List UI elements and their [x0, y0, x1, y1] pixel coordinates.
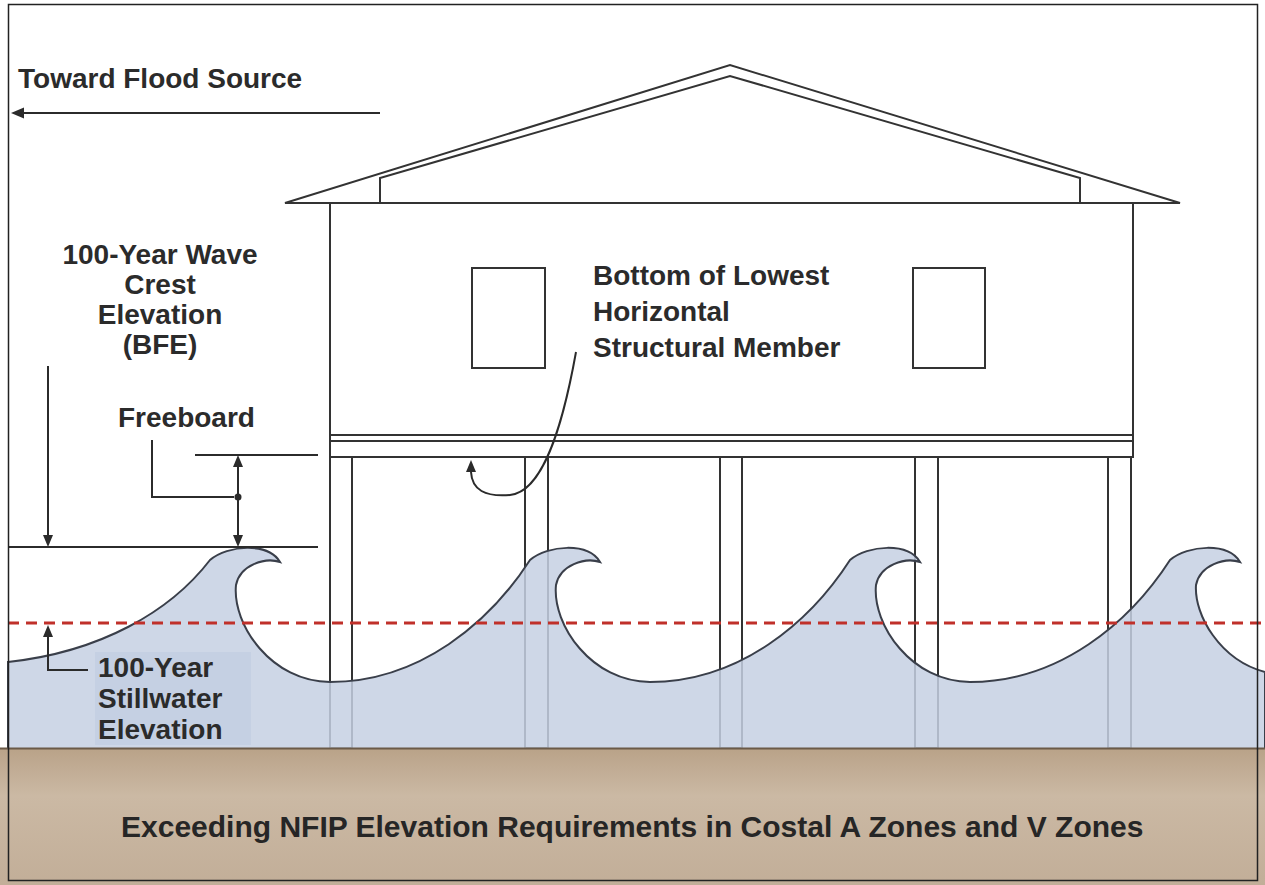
figure-caption: Exceeding NFIP Elevation Requirements in…: [121, 810, 1143, 844]
picture-frame: [9, 5, 1258, 881]
bfe-label: 100-Year Wave Crest Elevation (BFE): [60, 240, 260, 360]
stillwater-leader: [43, 625, 88, 670]
flood-water-waves: [8, 548, 1265, 750]
bfe-dimension: [8, 366, 318, 547]
stillwater-label: 100-Year Stillwater Elevation: [95, 652, 251, 745]
direction-label: Toward Flood Source: [18, 62, 302, 96]
elevated-house: [285, 65, 1180, 457]
member-leader: [466, 352, 576, 495]
member-label: Bottom of Lowest Horizontal Structural M…: [593, 258, 855, 366]
flood-direction-arrow: [11, 108, 380, 119]
stillwater-line: [8, 622, 1265, 625]
ground: [0, 748, 1265, 885]
freeboard-dimension: [152, 440, 318, 547]
freeboard-label: Freeboard: [118, 402, 255, 434]
